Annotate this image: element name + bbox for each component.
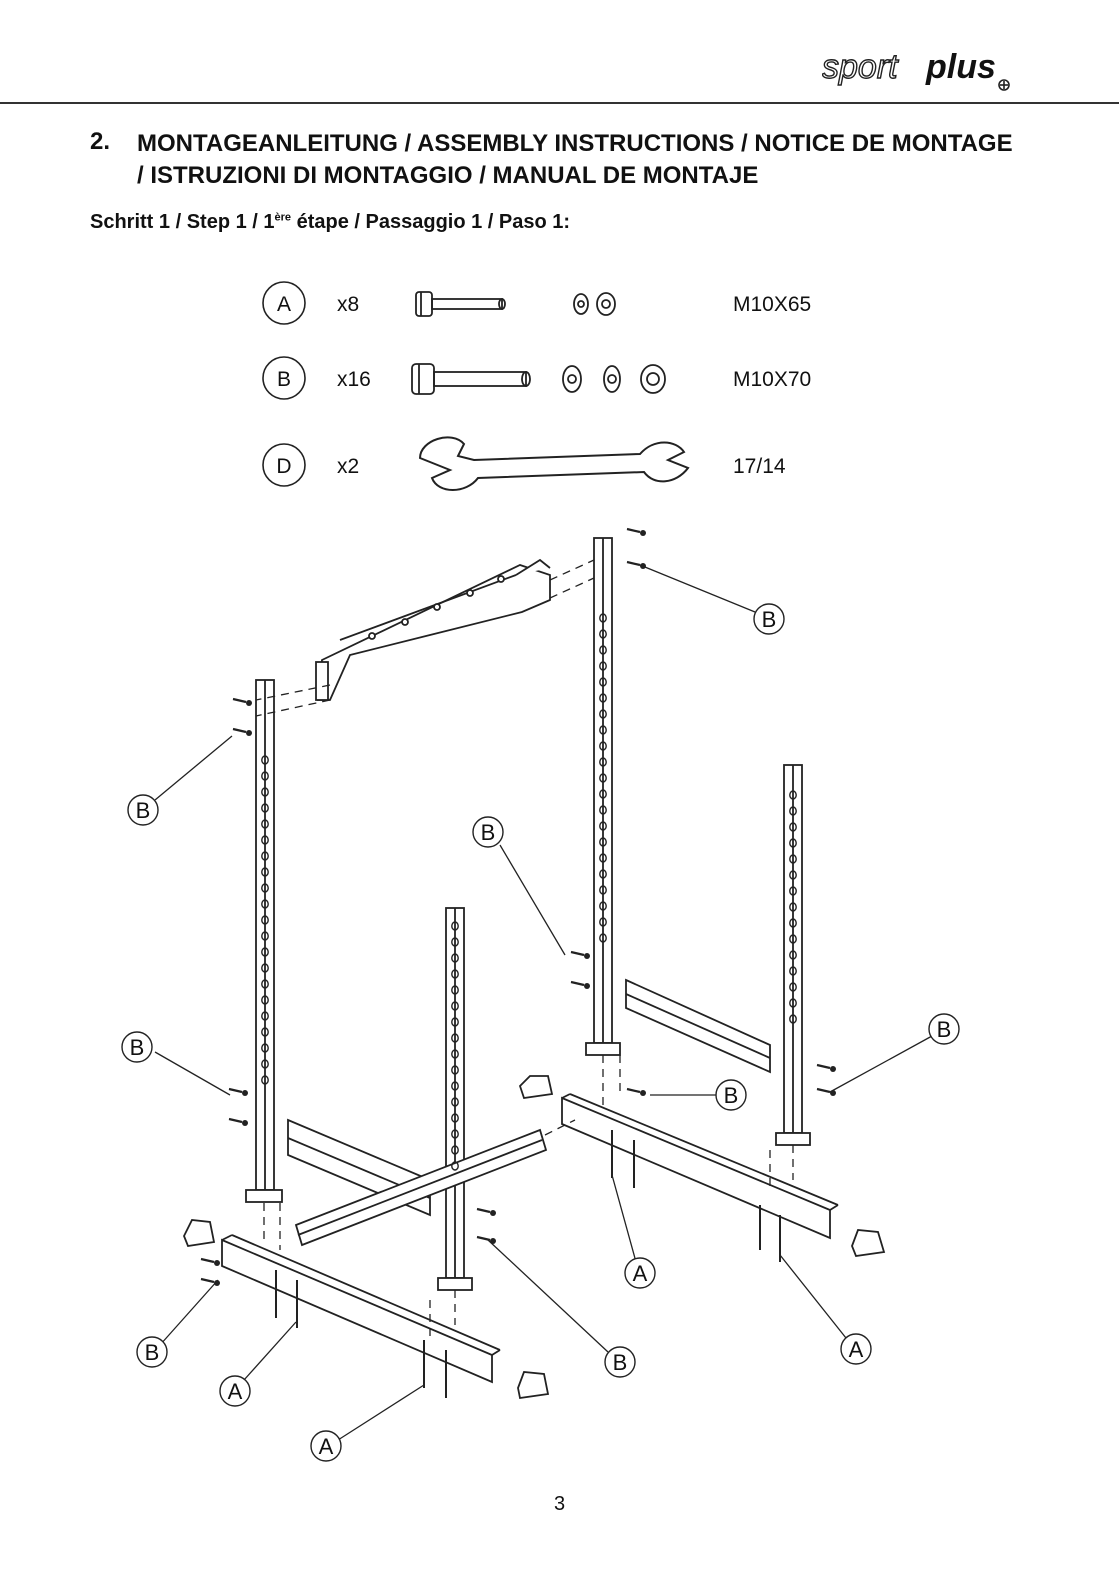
page-number: 3 [0, 1493, 1119, 1516]
part-row-a: A x8 M10X65 [263, 282, 811, 324]
part-letter: A [277, 293, 291, 316]
part-letter: B [277, 368, 291, 391]
callout-a-bottom: A [311, 1431, 341, 1461]
rack-frame [184, 538, 884, 1398]
foot-pad-front-right [518, 1372, 548, 1398]
upright-rear-far-right [776, 765, 810, 1145]
svg-text:B: B [145, 1340, 160, 1365]
svg-text:A: A [319, 1434, 334, 1459]
part-letter: D [276, 455, 291, 478]
rear-side-crossbar [626, 980, 770, 1072]
svg-text:B: B [937, 1017, 952, 1042]
callout-b-right: B [929, 1014, 959, 1044]
callout-b-top-right: B [754, 604, 784, 634]
svg-text:B: B [762, 607, 777, 632]
svg-text:B: B [613, 1350, 628, 1375]
part-spec: 17/14 [733, 455, 786, 478]
callout-b-center: B [473, 817, 503, 847]
part-row-d: D x2 17/14 [263, 437, 786, 490]
upright-front-middle [438, 908, 472, 1290]
foot-pad-front-left [184, 1220, 214, 1246]
upright-rear-right [586, 538, 620, 1055]
callout-b-left: B [122, 1032, 152, 1062]
open-end-wrench-icon [420, 437, 688, 490]
part-qty: x8 [337, 293, 359, 316]
short-bolt-with-washer-and-nut-icon [416, 292, 615, 316]
callout-b-middle-right: B [716, 1080, 746, 1110]
svg-text:B: B [481, 820, 496, 845]
callout-b-upper-left: B [128, 795, 158, 825]
svg-text:B: B [130, 1035, 145, 1060]
part-spec: M10X65 [733, 293, 811, 316]
svg-text:B: B [136, 798, 151, 823]
callout-a-center: A [625, 1258, 655, 1288]
parts-list: A x8 M10X65 B x16 [263, 282, 811, 490]
svg-text:A: A [849, 1337, 864, 1362]
long-bolt-with-washers-and-nut-icon [412, 364, 665, 394]
callout-b-lower-center: B [605, 1347, 635, 1377]
callout-b-lower-left: B [137, 1337, 167, 1367]
callout-a-right: A [841, 1334, 871, 1364]
callout-a-lower-left: A [220, 1376, 250, 1406]
foot-pad-rear-right [852, 1230, 884, 1256]
part-qty: x2 [337, 455, 359, 478]
foot-pad-rear-left [520, 1076, 552, 1098]
upright-front-left [246, 680, 282, 1202]
part-spec: M10X70 [733, 368, 811, 391]
svg-text:A: A [633, 1261, 648, 1286]
part-qty: x16 [337, 368, 371, 391]
svg-text:B: B [724, 1083, 739, 1108]
top-crossbar [316, 560, 550, 700]
part-row-b: B x16 M10X70 [263, 357, 811, 399]
svg-text:A: A [228, 1379, 243, 1404]
